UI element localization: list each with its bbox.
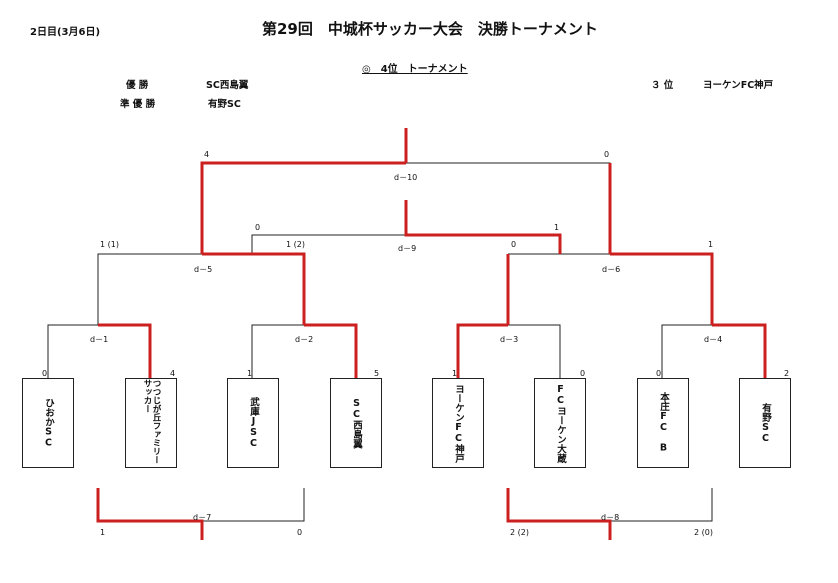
team-box-5: ヨーケンFC神戸 xyxy=(432,378,484,468)
match-label-d10: d－10 xyxy=(394,173,418,182)
d3-win xyxy=(456,323,508,378)
score-d1-right: 4 xyxy=(170,369,176,378)
page-title: 第29回 中城杯サッカー大会 決勝トーナメント xyxy=(262,20,598,38)
champion-label: 優 勝 xyxy=(126,80,149,91)
match-label-d5: d－5 xyxy=(194,265,213,274)
score-d10-right: 0 xyxy=(604,150,610,159)
team-name: 有野SC xyxy=(760,402,771,444)
team-name: 本庄FC B xyxy=(658,392,669,454)
score-d4-right: 2 xyxy=(784,369,790,378)
team-name: SC西島翼 xyxy=(351,397,362,449)
score-d2-left: 1 xyxy=(247,369,253,378)
d1-win xyxy=(98,323,152,378)
match-label-d8: d－8 xyxy=(601,513,620,522)
d9-line-left xyxy=(251,234,406,254)
d5-win-up xyxy=(200,161,406,254)
team-name: ヨーケンFC神戸 xyxy=(453,383,464,463)
score-d9-left: 0 xyxy=(255,223,261,232)
d2-line-left xyxy=(251,324,304,378)
team-box-3: 武庫JSC xyxy=(227,378,279,468)
team-box-2: つつじが丘ファミリーサッカー xyxy=(125,378,177,468)
bracket-winner-lines xyxy=(96,128,767,540)
match-label-d9: d－9 xyxy=(398,244,417,253)
team-box-4: SC西島翼 xyxy=(330,378,382,468)
score-d1-left: 0 xyxy=(42,369,48,378)
team-box-7: 本庄FC B xyxy=(637,378,689,468)
score-d2-right: 5 xyxy=(374,369,380,378)
score-d3-right: 0 xyxy=(580,369,586,378)
tournament-date: 2日目(3月6日) xyxy=(30,27,101,38)
match-label-d1: d－1 xyxy=(90,335,109,344)
score-d6-left: 0 xyxy=(511,240,517,249)
score-d4-left: 0 xyxy=(656,369,662,378)
d8-line-right xyxy=(610,488,713,522)
d10-line-right xyxy=(406,162,611,254)
d7-line-right xyxy=(202,488,305,522)
runner-up-label: 準 優 勝 xyxy=(120,99,156,110)
d5-win xyxy=(202,252,306,325)
d9-win xyxy=(404,200,562,254)
score-d7-right: 0 xyxy=(297,528,303,537)
match-label-d6: d－6 xyxy=(602,265,621,274)
team-name: 武庫JSC xyxy=(248,397,259,449)
runner-up-team: 有野SC xyxy=(208,99,241,110)
d8-win xyxy=(506,488,612,540)
team-box-8: 有野SC xyxy=(739,378,791,468)
d2-win xyxy=(304,323,358,378)
score-d9-right: 1 xyxy=(554,223,560,232)
bracket-subtitle: ◎ 4位 トーナメント xyxy=(362,64,468,75)
d3-line-right xyxy=(508,324,561,378)
d7-win xyxy=(96,488,204,540)
match-label-d3: d－3 xyxy=(500,335,519,344)
match-label-d4: d－4 xyxy=(704,335,723,344)
d4-line-left xyxy=(661,324,712,378)
score-d10-left: 4 xyxy=(204,150,210,159)
score-d3-left: 1 xyxy=(452,369,458,378)
score-d5-left: 1 (1) xyxy=(100,240,119,249)
d6-win xyxy=(610,252,714,325)
score-d8-left: 2 (2) xyxy=(510,528,529,537)
champion-team: SC西島翼 xyxy=(206,80,249,91)
d5-line-left xyxy=(97,253,202,325)
score-d7-left: 1 xyxy=(100,528,106,537)
team-box-1: ひおかSC xyxy=(22,378,74,468)
score-d5-right: 1 (2) xyxy=(286,240,305,249)
match-label-d2: d－2 xyxy=(295,335,314,344)
team-name: ひおかSC xyxy=(43,397,54,449)
score-d8-right: 2 (0) xyxy=(694,528,713,537)
third-place-label: ３ 位 xyxy=(651,80,674,91)
third-place-team: ヨーケンFC神戸 xyxy=(703,80,774,91)
d1-line-left xyxy=(47,324,98,378)
match-label-d7: d－7 xyxy=(193,513,212,522)
team-name: つつじが丘ファミリーサッカー xyxy=(142,379,161,464)
d4-win xyxy=(712,323,767,378)
bracket-plain-lines xyxy=(47,162,713,522)
team-box-6: FCヨーケン大蔵 xyxy=(534,378,586,468)
team-name: FCヨーケン大蔵 xyxy=(555,383,566,463)
score-d6-right: 1 xyxy=(708,240,714,249)
